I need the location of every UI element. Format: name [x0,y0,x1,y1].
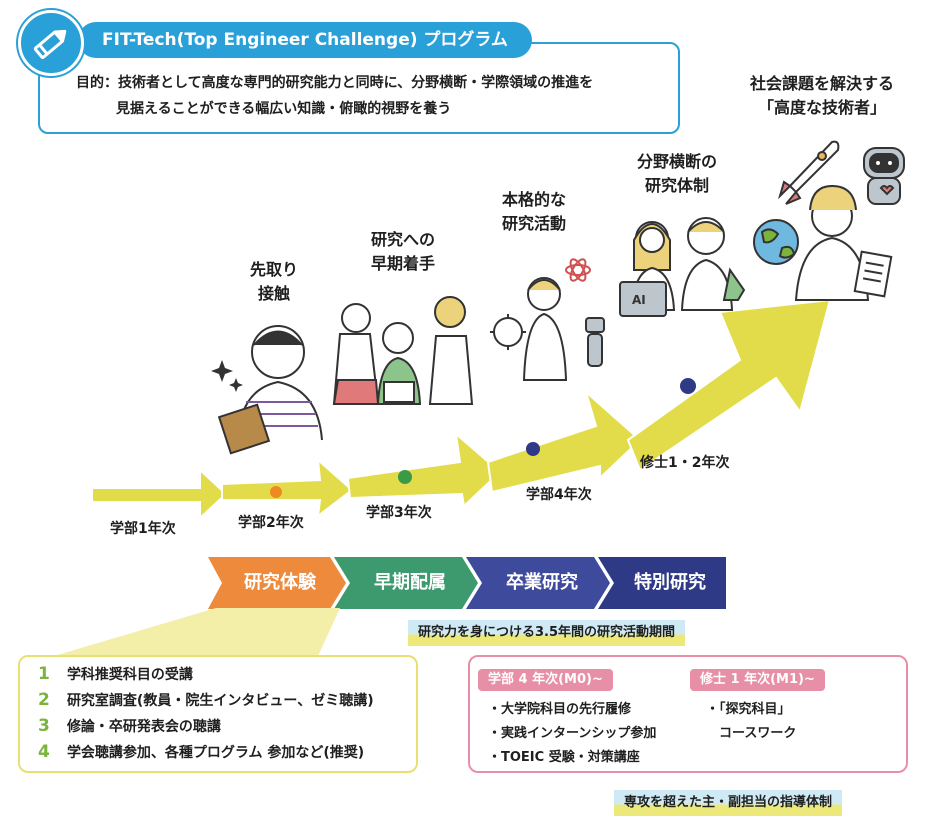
student-with-clipboard-illustration [217,325,323,455]
globe-icon [753,219,799,265]
phase-label-3: 卒業研究 [506,572,578,593]
undergrad-year4-pill: 学部 4 年次(M0)~ [478,669,613,691]
master-year1-pill: 修士 1 年次(M1)~ [690,669,825,691]
list-item-1: 1 学科推奨科目の受講 [38,664,193,684]
pencil-icon [18,10,84,76]
period-note: 研究力を身につける3.5年間の研究活動期間 [408,620,686,646]
stage-label-2: 研究への 早期着手 [370,230,435,273]
stage-label-4: 分野横断の 研究体制 [636,152,717,195]
year-label-1: 学部1年次 [110,521,176,537]
two-researchers-ai-illustration [619,217,746,317]
arrow-segment-2 [221,457,354,519]
phase-label-4: 特別研究 [634,572,706,593]
stage-dot-4 [680,378,696,394]
phase-chevron-4 [598,557,726,609]
stage-label-3: 本格的な 研究活動 [501,190,566,233]
research-experience-box [18,655,418,773]
rocket-icon [777,140,840,205]
sparkle-icon [211,360,243,392]
growth-arrow-diagram: AI [91,140,905,521]
guidance-note: 専攻を超えた主・副担当の指導体制 [614,790,843,816]
undergrad-item-1: ・大学院科目の先行履修 [488,702,632,717]
list-text: 修論・卒研発表会の聴講 [66,719,221,735]
robot-icon [863,147,905,205]
stage-dot-1 [270,486,282,498]
list-number: 4 [38,742,50,762]
year-label-5: 修士1・2年次 [640,455,730,471]
research-group-illustration [332,296,474,405]
stage-label-5: 社会課題を解決する 「高度な技術者」 [749,74,894,117]
undergrad-item-2: ・実践インターンシップ参加 [488,726,657,741]
phase-label-1: 研究体験 [244,572,316,593]
arrow-segment-4 [486,388,642,494]
phase-chevron-1 [208,557,346,609]
arrow-segment-3 [346,431,502,509]
list-text: 研究室調査(教員・院生インタビュー、ゼミ聴講) [66,693,374,709]
stage-label-1: 先取り 接触 [249,260,298,303]
list-number: 3 [38,716,50,736]
list-item-2: 2 研究室調査(教員・院生インタビュー、ゼミ聴講) [38,690,374,710]
phase-chevron-3 [466,557,610,609]
purpose-text-line1: 目的：技術者として高度な専門的研究能力と同時に、分野横断・学際領域の推進を [76,75,594,91]
researcher-with-gear-illustration [490,258,605,381]
purpose-text-line2: 見据えることができる幅広い知識・俯瞰的視野を養う [116,101,452,117]
year-label-3: 学部3年次 [366,505,432,521]
engineer-with-document-illustration [794,184,893,301]
arrow-segment-1 [91,467,228,521]
year-label-4: 学部4年次 [526,487,592,503]
stage-dot-2 [398,470,412,484]
undergrad-item-3: ・TOEIC 受験・対策講座 [488,750,640,765]
master-item-1: ・「探究科目」 [706,702,791,717]
list-text: 学科推奨科目の受講 [66,667,193,683]
list-text: 学会聴講参加、各種プログラム 参加など(推奨) [66,745,365,761]
stage-dot-3 [526,442,540,456]
list-item-4: 4 学会聴講参加、各種プログラム 参加など(推奨) [38,742,364,762]
callout-wedge [54,608,340,656]
phase-chevron-2 [334,557,478,609]
master-item-2: コースワーク [706,726,797,741]
program-title: FIT-Tech(Top Engineer Challenge) プログラム [78,22,532,58]
arrow-segment-5 [626,298,832,472]
list-item-3: 3 修論・卒研発表会の聴講 [38,716,221,736]
phase-chevron-bar [208,557,726,609]
list-number: 2 [38,690,50,710]
phase-label-2: 早期配属 [374,572,446,593]
list-number: 1 [38,664,50,684]
ai-label: AI [632,293,646,307]
year-label-2: 学部2年次 [238,515,304,531]
